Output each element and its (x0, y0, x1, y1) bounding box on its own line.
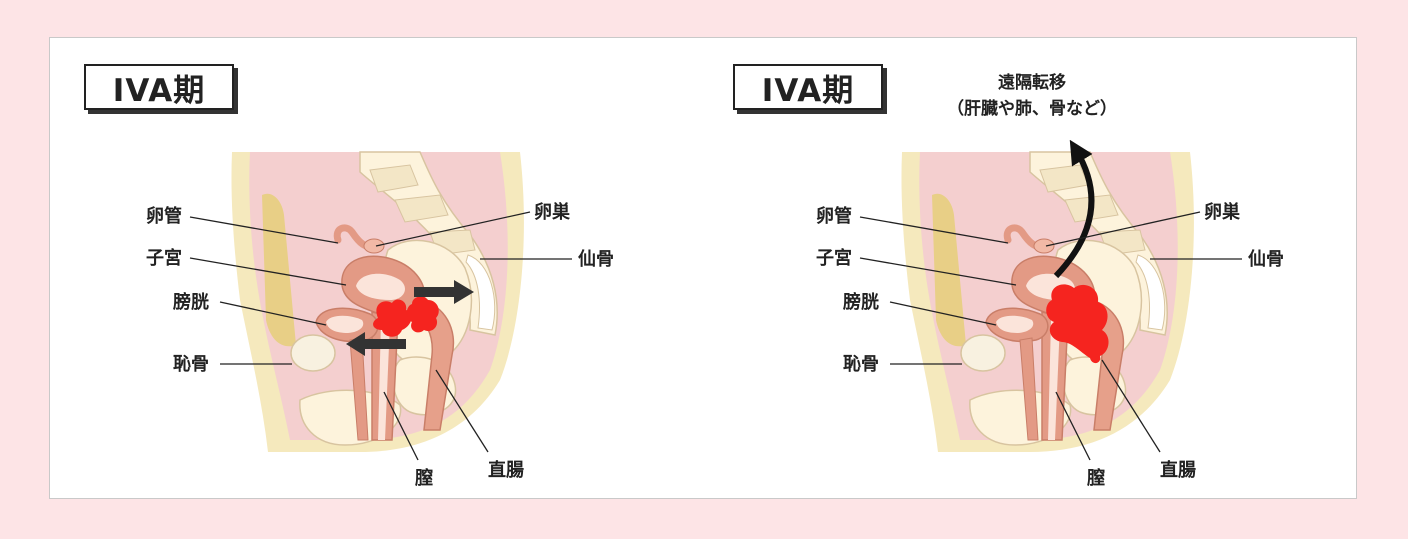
tumor-left (373, 296, 439, 337)
label-sacrum-left: 仙骨 (578, 248, 614, 270)
tumor-right (1046, 284, 1109, 364)
label-pubic-bone-right: 恥骨 (843, 354, 879, 375)
label-uterus-right: 子宮 (816, 247, 852, 269)
pelvis-illustration-right (901, 151, 1194, 452)
label-vagina-left: 膣 (415, 467, 433, 489)
pelvis-illustration-left (231, 151, 524, 452)
leader-lines-right (859, 211, 1242, 461)
leader-lines-left (189, 211, 572, 461)
label-ovary-left: 卵巣 (534, 201, 571, 223)
stage-label-right: IVA期 (733, 64, 883, 110)
label-sacrum-right: 仙骨 (1248, 248, 1284, 270)
stage-label-left: IVA期 (84, 64, 234, 110)
label-ovary-right: 卵巣 (1204, 201, 1241, 223)
label-fallopian-tube-right: 卵管 (816, 205, 852, 227)
metastasis-label-line2: （肝臓や肺、骨など） (947, 98, 1117, 119)
label-uterus-left: 子宮 (146, 247, 182, 269)
label-bladder-left: 膀胱 (172, 291, 209, 313)
invasion-arrow-rectum (414, 280, 474, 304)
label-pubic-bone-left: 恥骨 (173, 354, 209, 375)
label-bladder-right: 膀胱 (842, 291, 879, 313)
invasion-arrow-bladder (346, 332, 406, 356)
metastasis-label-line1: 遠隔転移 (998, 72, 1066, 93)
label-vagina-right: 膣 (1087, 467, 1105, 489)
label-rectum-right: 直腸 (1160, 459, 1196, 481)
label-rectum-left: 直腸 (488, 459, 524, 481)
metastasis-arrow (1053, 139, 1095, 279)
label-fallopian-tube-left: 卵管 (146, 205, 182, 227)
